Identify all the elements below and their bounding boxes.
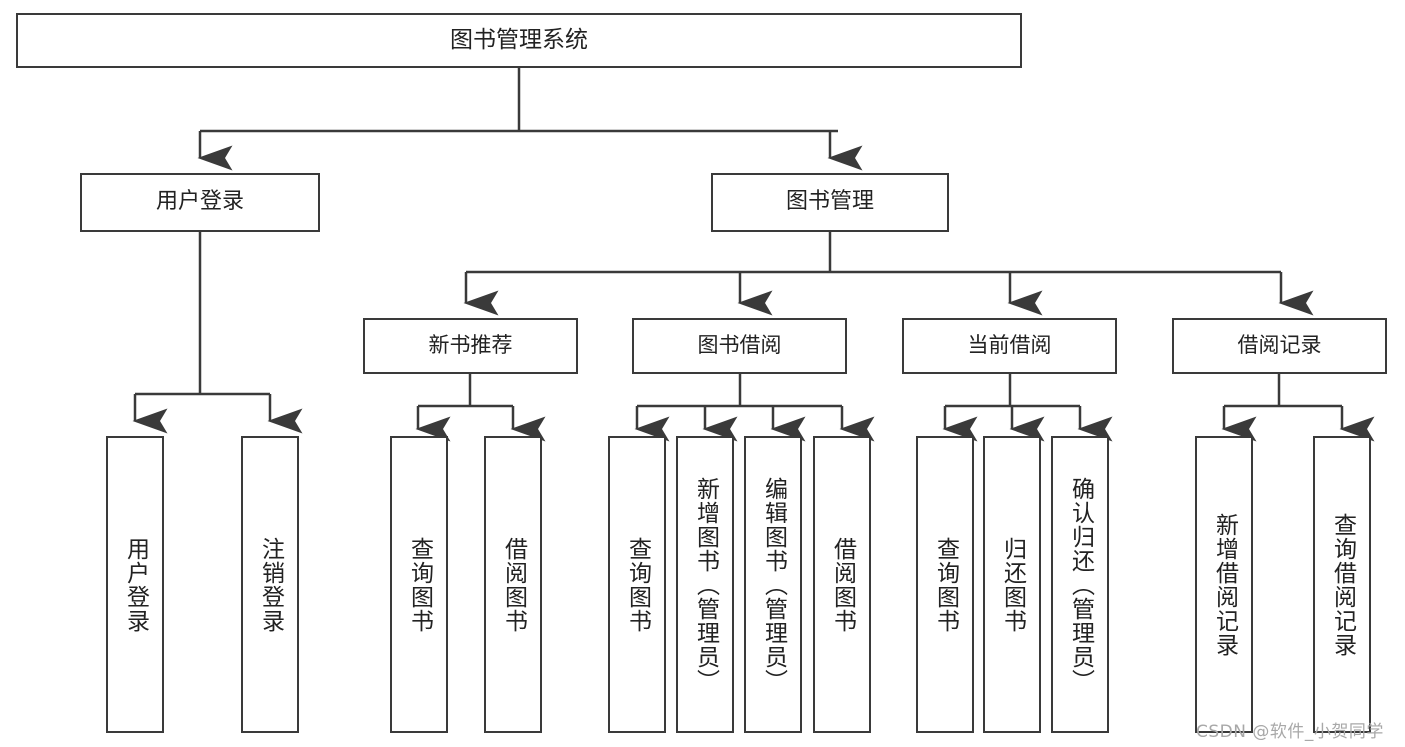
node-label: 借阅图书	[500, 536, 527, 633]
node-label: 当前借阅	[967, 333, 1052, 358]
node-label: 用户登录	[155, 189, 244, 215]
node-label: 新书推荐	[428, 333, 513, 358]
node-current-borrow[interactable]: 当前借阅	[902, 318, 1117, 374]
leaf-query-borrow-record[interactable]: 查询借阅记录	[1313, 436, 1371, 733]
node-label: 注销登录	[257, 536, 284, 633]
leaf-borrow-book-recommend[interactable]: 借阅图书	[484, 436, 542, 733]
node-label: 编辑图书（管理员）	[760, 476, 787, 693]
node-label: 图书管理	[785, 189, 874, 215]
leaf-add-book-admin[interactable]: 新增图书（管理员）	[676, 436, 734, 733]
node-label: 图书管理系统	[450, 26, 588, 53]
node-book-borrow[interactable]: 图书借阅	[632, 318, 847, 374]
node-label: 新增借阅记录	[1211, 512, 1238, 657]
leaf-query-book-current[interactable]: 查询图书	[916, 436, 974, 733]
node-book-management[interactable]: 图书管理	[711, 173, 949, 232]
node-user-login[interactable]: 用户登录	[80, 173, 320, 232]
node-label: 查询图书	[406, 536, 433, 633]
leaf-return-book[interactable]: 归还图书	[983, 436, 1041, 733]
leaf-query-book-borrow[interactable]: 查询图书	[608, 436, 666, 733]
node-label: 用户登录	[122, 536, 149, 633]
node-label: 借阅记录	[1237, 333, 1322, 358]
node-label: 借阅图书	[829, 536, 856, 633]
node-label: 查询借阅记录	[1329, 512, 1356, 657]
node-root-system[interactable]: 图书管理系统	[16, 13, 1022, 68]
leaf-user-logout[interactable]: 注销登录	[241, 436, 299, 733]
node-borrow-record[interactable]: 借阅记录	[1172, 318, 1387, 374]
leaf-query-book-recommend[interactable]: 查询图书	[390, 436, 448, 733]
csdn-watermark: CSDN @软件_小贺同学	[1196, 722, 1384, 742]
node-label: 查询图书	[932, 536, 959, 633]
node-label: 查询图书	[624, 536, 651, 633]
leaf-edit-book-admin[interactable]: 编辑图书（管理员）	[744, 436, 802, 733]
leaf-confirm-return-admin[interactable]: 确认归还（管理员）	[1051, 436, 1109, 733]
node-label: 图书借阅	[697, 333, 782, 358]
leaf-borrow-book[interactable]: 借阅图书	[813, 436, 871, 733]
node-label: 归还图书	[999, 536, 1026, 633]
node-label: 新增图书（管理员）	[692, 476, 719, 693]
node-new-book-recommend[interactable]: 新书推荐	[363, 318, 578, 374]
node-label: 确认归还（管理员）	[1067, 476, 1094, 693]
leaf-add-borrow-record[interactable]: 新增借阅记录	[1195, 436, 1253, 733]
leaf-user-login[interactable]: 用户登录	[106, 436, 164, 733]
